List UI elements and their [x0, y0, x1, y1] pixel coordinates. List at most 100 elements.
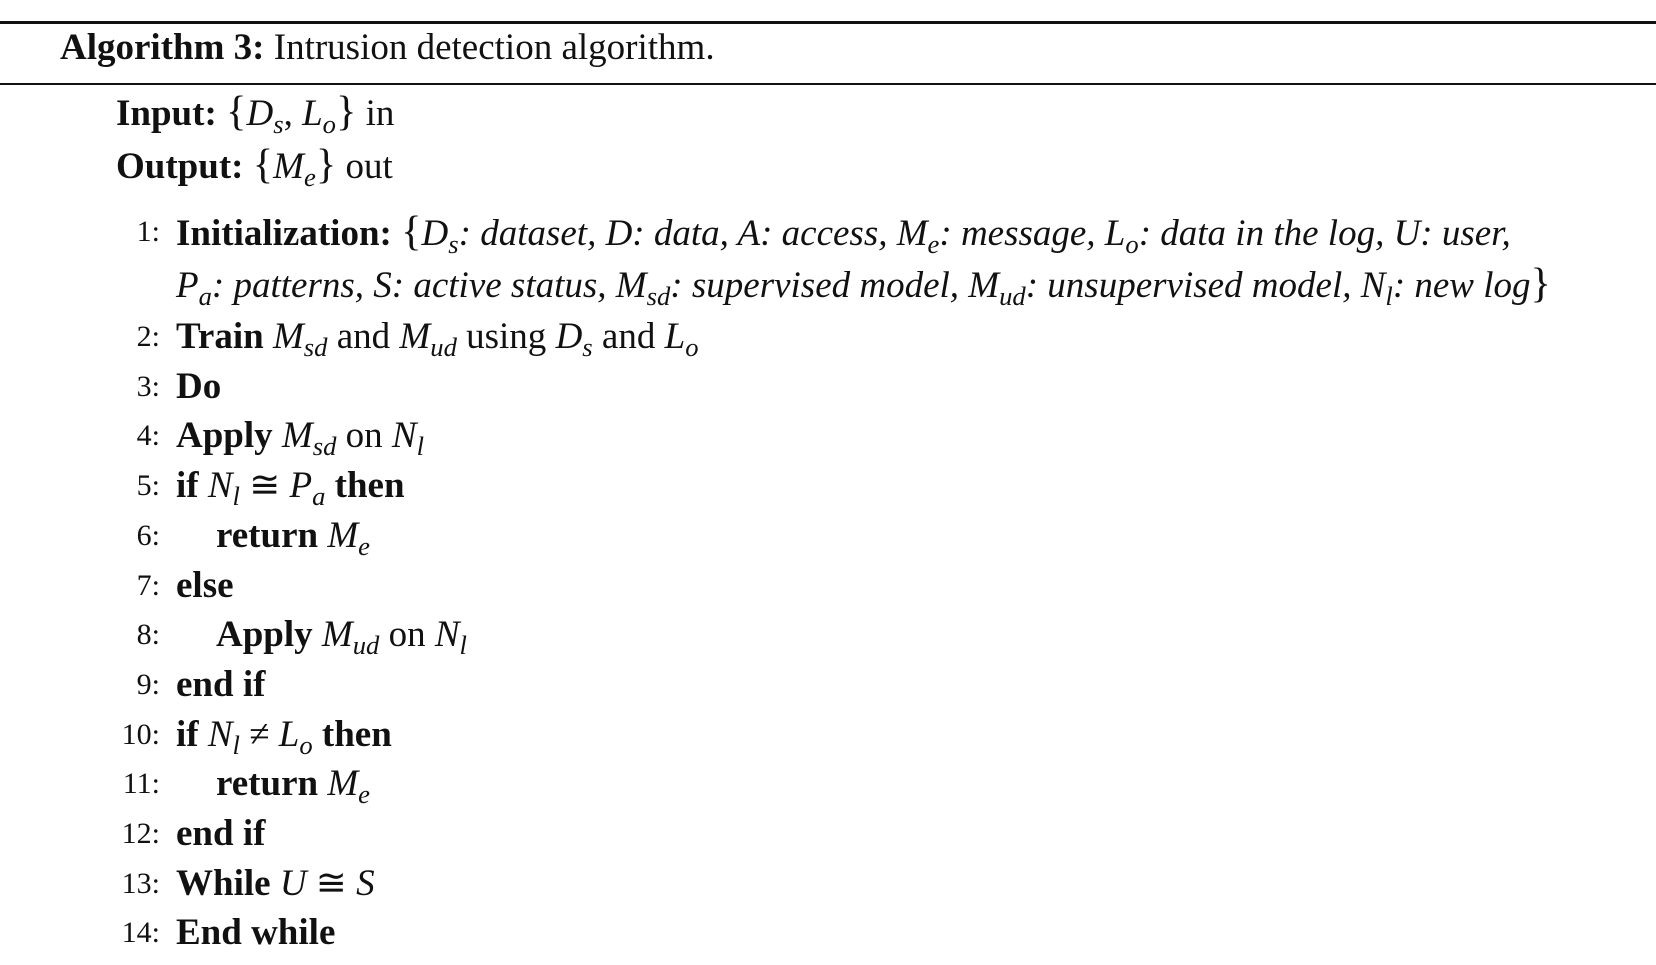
- text-segment: s: [582, 331, 593, 362]
- text-segment: : message, L: [939, 213, 1126, 254]
- line-number: 4:: [136, 419, 160, 453]
- text-segment: P: [289, 465, 313, 507]
- line-number: 7:: [136, 568, 160, 602]
- text-segment: o: [685, 331, 699, 362]
- text-segment: and: [327, 316, 400, 357]
- text-segment: N: [391, 415, 417, 457]
- line-text: Pa: patterns, S: active status, Msd: sup…: [176, 262, 1551, 318]
- line-number: 13:: [121, 866, 160, 900]
- line-number: 10:: [121, 717, 160, 751]
- line-text: end if: [176, 812, 265, 856]
- text-segment: sd: [646, 280, 671, 311]
- line-number: 5:: [136, 469, 160, 503]
- text-segment: {: [401, 208, 422, 255]
- text-segment: s: [448, 228, 459, 259]
- text-segment: : patterns, S: active status, M: [211, 265, 647, 306]
- text-segment: M: [327, 514, 359, 556]
- line-text: Initialization: {Ds: dataset, D: data, A…: [176, 210, 1511, 266]
- text-segment: ≅: [239, 465, 290, 507]
- line-text: return Me: [216, 762, 370, 816]
- text-segment: D: [555, 316, 583, 357]
- text-segment: on: [336, 415, 392, 457]
- text-segment: ud: [352, 630, 380, 661]
- line-text: Train Msd and Mud using Ds and Lo: [176, 315, 699, 369]
- line-number: 1:: [136, 215, 160, 248]
- text-segment: ≠: [239, 713, 279, 755]
- line-number: 6:: [136, 518, 160, 552]
- text-segment: M: [272, 316, 304, 357]
- text-segment: : dataset, D: data, A: access, M: [458, 213, 928, 254]
- text-segment: End while: [176, 912, 336, 954]
- text-segment: a: [312, 481, 326, 512]
- line-text: End while: [176, 911, 335, 955]
- text-segment: : data in the log, U: user,: [1138, 213, 1511, 254]
- text-segment: return: [216, 514, 328, 556]
- text-segment: Train: [176, 316, 273, 357]
- text-segment: Initialization:: [176, 213, 402, 254]
- text-segment: if: [176, 713, 208, 755]
- text-segment: and: [592, 316, 665, 357]
- line-text: Apply Msd on Nl: [176, 414, 424, 468]
- text-segment: Do: [176, 365, 222, 407]
- text-segment: l: [459, 630, 467, 661]
- text-segment: return: [216, 763, 328, 805]
- text-segment: end if: [176, 663, 266, 705]
- text-segment: ud: [430, 331, 457, 362]
- text-segment: o: [322, 108, 336, 139]
- text-segment: N: [207, 465, 233, 507]
- text-segment: Output:: [116, 146, 253, 187]
- text-segment: o: [1125, 228, 1139, 259]
- text-segment: Input:: [116, 93, 227, 134]
- text-segment: U: [279, 862, 307, 904]
- text-segment: end if: [176, 813, 266, 854]
- text-segment: ,: [283, 93, 303, 134]
- text-segment: l: [416, 431, 425, 462]
- line-text: return Me: [216, 514, 370, 568]
- text-segment: e: [358, 779, 370, 810]
- text-segment: Apply: [176, 415, 282, 457]
- top-rule: [0, 21, 1656, 24]
- text-segment: l: [232, 481, 240, 512]
- text-segment: D: [246, 93, 274, 134]
- text-segment: then: [312, 713, 392, 755]
- text-segment: out: [336, 146, 393, 187]
- text-segment: }: [1530, 260, 1551, 307]
- text-segment: }: [315, 141, 337, 188]
- text-segment: sd: [303, 331, 328, 362]
- text-segment: a: [198, 280, 212, 311]
- text-segment: M: [321, 614, 353, 656]
- input-line: Input: {Ds, Lo} in: [116, 90, 394, 146]
- text-segment: in: [356, 93, 395, 134]
- text-segment: M: [273, 146, 304, 187]
- line-text: else: [176, 564, 234, 608]
- text-segment: e: [927, 228, 940, 259]
- text-segment: M: [327, 763, 359, 805]
- text-segment: L: [278, 713, 300, 755]
- text-segment: using: [456, 316, 556, 357]
- line-text: Do: [176, 365, 221, 409]
- algorithm-title: Intrusion detection algorithm.: [264, 27, 715, 68]
- text-segment: on: [379, 614, 435, 656]
- text-segment: l: [1385, 280, 1393, 311]
- text-segment: While: [176, 862, 280, 904]
- algorithm-caption: Algorithm 3: Intrusion detection algorit…: [60, 26, 715, 69]
- text-segment: P: [176, 265, 199, 306]
- text-segment: : new log: [1392, 265, 1531, 306]
- line-number: 14:: [121, 916, 160, 950]
- line-number: 11:: [122, 767, 160, 801]
- line-text: Apply Mud on Nl: [216, 613, 467, 667]
- line-number: 12:: [121, 817, 160, 850]
- text-segment: N: [207, 713, 233, 755]
- text-segment: M: [399, 316, 431, 357]
- text-segment: e: [303, 161, 316, 192]
- line-number: 3:: [136, 369, 160, 403]
- text-segment: {: [252, 141, 274, 188]
- line-text: if Nl ≠ Lo then: [176, 713, 392, 767]
- text-segment: L: [664, 316, 686, 357]
- line-text: While U ≅ S: [176, 862, 375, 906]
- text-segment: then: [325, 465, 405, 507]
- text-segment: o: [299, 729, 313, 760]
- line-number: 8:: [136, 618, 160, 652]
- text-segment: ≅: [306, 862, 357, 904]
- line-number: 2:: [136, 320, 160, 353]
